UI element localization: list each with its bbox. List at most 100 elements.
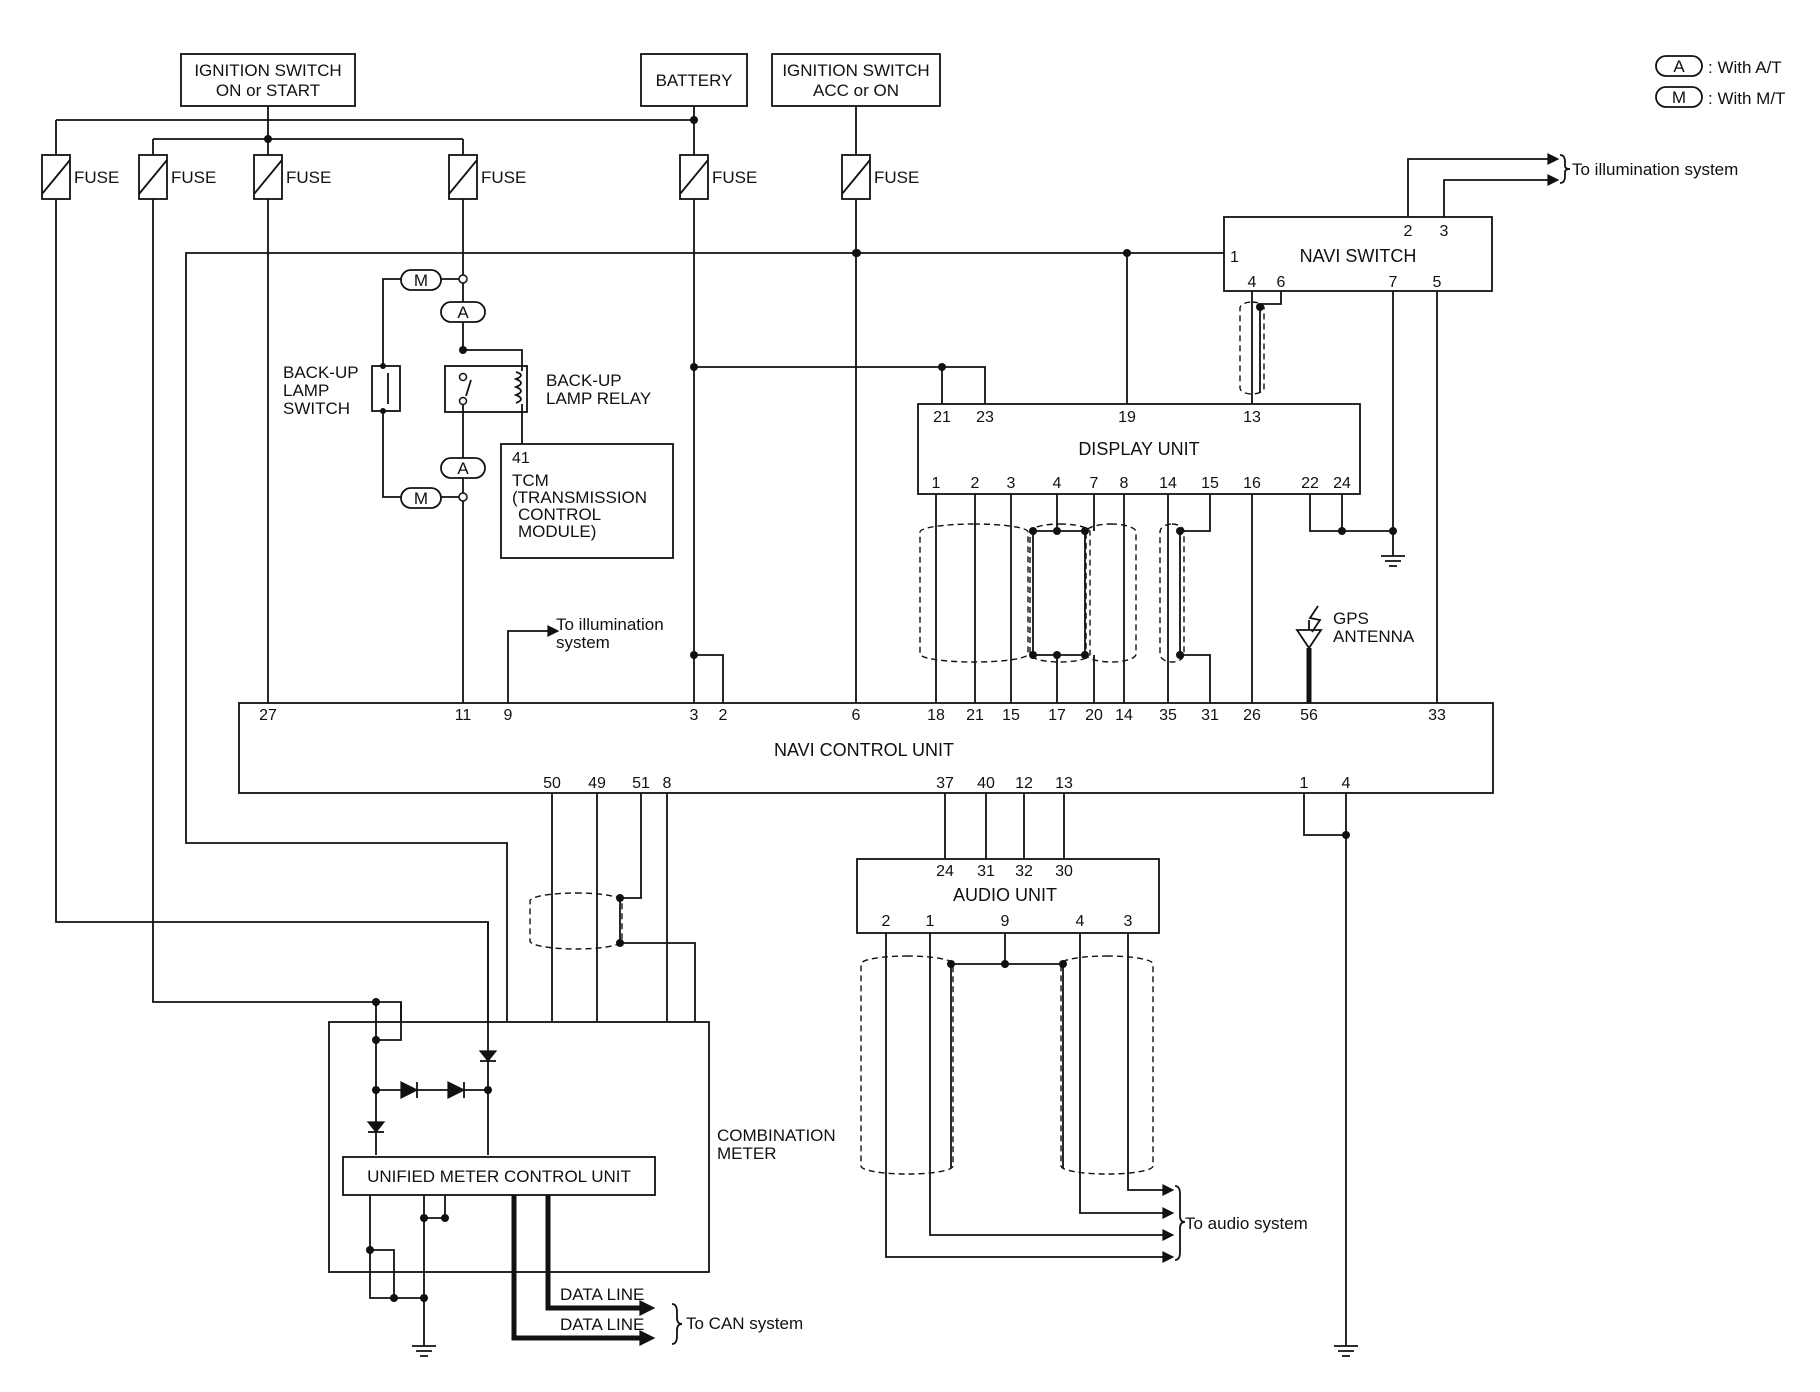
audio-output-wires: To audio system: [860, 933, 1308, 1263]
navi-control-unit: NAVI CONTROL UNIT 27 11 9 3 2 6 18 21 15…: [238, 702, 1494, 794]
fuse-3: FUSE: [253, 154, 331, 200]
combination-meter: COMBINATION METER UNIFIED METER CONTROL …: [328, 922, 836, 1357]
fuse-4-label: FUSE: [481, 168, 526, 187]
legend: A : With A/T M : With M/T: [1655, 55, 1785, 108]
can-system-label: To CAN system: [686, 1314, 803, 1333]
legend-at-text: : With A/T: [1708, 58, 1782, 77]
ign-acc-on-line1: IGNITION SWITCH: [782, 61, 929, 80]
audio-pin-31: 31: [977, 863, 995, 880]
legend-mt-text: : With M/T: [1708, 89, 1785, 108]
ncu-pin-56: 56: [1300, 707, 1318, 724]
backup-lamp-switch-line1: BACK-UP: [283, 363, 359, 382]
ncu-pin-20: 20: [1085, 707, 1103, 724]
illumination-label-right: To illumination system: [1572, 160, 1738, 179]
audio-pin-3: 3: [1124, 913, 1133, 930]
ncu-pin-40: 40: [977, 775, 995, 792]
unified-meter-label: UNIFIED METER CONTROL UNIT: [367, 1167, 631, 1186]
tcm-line1: TCM: [512, 471, 549, 490]
audio-unit-title: AUDIO UNIT: [953, 885, 1057, 905]
illumination-left-line2: system: [556, 633, 610, 652]
at-symbol-bottom: A: [457, 459, 469, 478]
mt-symbol-bottom: M: [414, 489, 428, 508]
display-pin-24: 24: [1333, 475, 1351, 492]
navi-switch-pin-4: 4: [1248, 274, 1257, 291]
fuse-1: FUSE: [41, 154, 119, 200]
ncu-pin-18: 18: [927, 707, 945, 724]
audio-pin-2: 2: [882, 913, 891, 930]
navi-illumination-wires: To illumination system: [1407, 153, 1738, 217]
data-line-2: DATA LINE: [560, 1315, 644, 1334]
ncu-pin-3: 3: [690, 707, 699, 724]
audio-pin-32: 32: [1015, 863, 1033, 880]
tcm-line2: (TRANSMISSION: [512, 488, 647, 507]
ncu-pin-21: 21: [966, 707, 984, 724]
ncu-pin-27: 27: [259, 707, 277, 724]
combination-meter-line1: COMBINATION: [717, 1126, 836, 1145]
audio-unit: AUDIO UNIT 24 31 32 30 2 1 9 4 3: [856, 858, 1160, 934]
ncu-pin-31: 31: [1201, 707, 1219, 724]
tcm-line3: CONTROL: [518, 505, 601, 524]
display-pin-4: 4: [1053, 475, 1062, 492]
navi-switch-pin-5: 5: [1433, 274, 1442, 291]
ncu-pin-17: 17: [1048, 707, 1066, 724]
navi-switch: NAVI SWITCH 1 2 3 4 6 7 5: [1223, 216, 1493, 292]
ground-navi: [1303, 793, 1358, 1357]
navi-switch-pin-6: 6: [1277, 274, 1286, 291]
navi-switch-pin-3: 3: [1440, 223, 1449, 240]
navi-switch-pin1-rail: [185, 249, 1224, 1155]
tcm: 41 TCM (TRANSMISSION CONTROL MODULE): [500, 443, 674, 559]
tcm-line4: MODULE): [518, 522, 596, 541]
display-pin-2: 2: [971, 475, 980, 492]
power-bus-wires: [55, 106, 857, 155]
gps-antenna-line1: GPS: [1333, 609, 1369, 628]
display-unit: DISPLAY UNIT 21 23 19 13 1 2 3 4 7 8 14 …: [917, 403, 1361, 495]
display-pin-15: 15: [1201, 475, 1219, 492]
ncu-pin-33: 33: [1428, 707, 1446, 724]
illumination-left-line1: To illumination: [556, 615, 664, 634]
display-pin-8: 8: [1120, 475, 1129, 492]
fuse-3-label: FUSE: [286, 168, 331, 187]
ignition-switch-acc-on: IGNITION SWITCH ACC or ON: [771, 53, 941, 107]
display-pin-22: 22: [1301, 475, 1319, 492]
display-pin-16: 16: [1243, 475, 1261, 492]
navi-display-wires: [1239, 291, 1438, 703]
backup-lamp-relay-line2: LAMP RELAY: [546, 389, 651, 408]
display-pin-1: 1: [932, 475, 941, 492]
audio-pin-4: 4: [1076, 913, 1085, 930]
display-pin-13: 13: [1243, 409, 1261, 426]
display-pin-7: 7: [1090, 475, 1099, 492]
ncu-pin-11: 11: [455, 707, 472, 724]
navi-switch-title: NAVI SWITCH: [1300, 246, 1417, 266]
ign-on-start-line2: ON or START: [216, 81, 320, 100]
display-navi-signal-wires: [919, 494, 1393, 703]
illumination-left: To illumination system: [507, 615, 664, 703]
display-pin-3: 3: [1007, 475, 1016, 492]
ncu-pin-15: 15: [1002, 707, 1020, 724]
ncu-pin-51: 51: [632, 775, 650, 792]
ncu-pin-1: 1: [1300, 775, 1309, 792]
ncu-pin-14: 14: [1115, 707, 1133, 724]
ncu-pin-13: 13: [1055, 775, 1073, 792]
can-data-lines: DATA LINE DATA LINE To CAN system: [511, 1195, 803, 1346]
ign-on-start-line1: IGNITION SWITCH: [194, 61, 341, 80]
display-pin-23: 23: [976, 409, 994, 426]
ignition-switch-on-start: IGNITION SWITCH ON or START: [180, 53, 356, 107]
gps-antenna-line2: ANTENNA: [1333, 627, 1415, 646]
left-feed-wires: [55, 199, 489, 1155]
ncu-pin-6: 6: [852, 707, 861, 724]
ncu-pin-12: 12: [1015, 775, 1033, 792]
gps-antenna: GPS ANTENNA: [1295, 605, 1415, 703]
legend-at-symbol: A: [1673, 57, 1685, 76]
fuse-5-label: FUSE: [712, 168, 757, 187]
audio-pin-24: 24: [936, 863, 954, 880]
navi-switch-pin-7: 7: [1389, 274, 1398, 291]
data-line-1: DATA LINE: [560, 1285, 644, 1304]
navi-audio-wires: [944, 793, 1065, 859]
display-unit-title: DISPLAY UNIT: [1078, 439, 1199, 459]
fuse-1-label: FUSE: [74, 168, 119, 187]
display-pin-14: 14: [1159, 475, 1177, 492]
fuse-4: FUSE: [448, 154, 526, 200]
display-pin-21: 21: [933, 409, 951, 426]
fuse-2: FUSE: [138, 154, 216, 200]
